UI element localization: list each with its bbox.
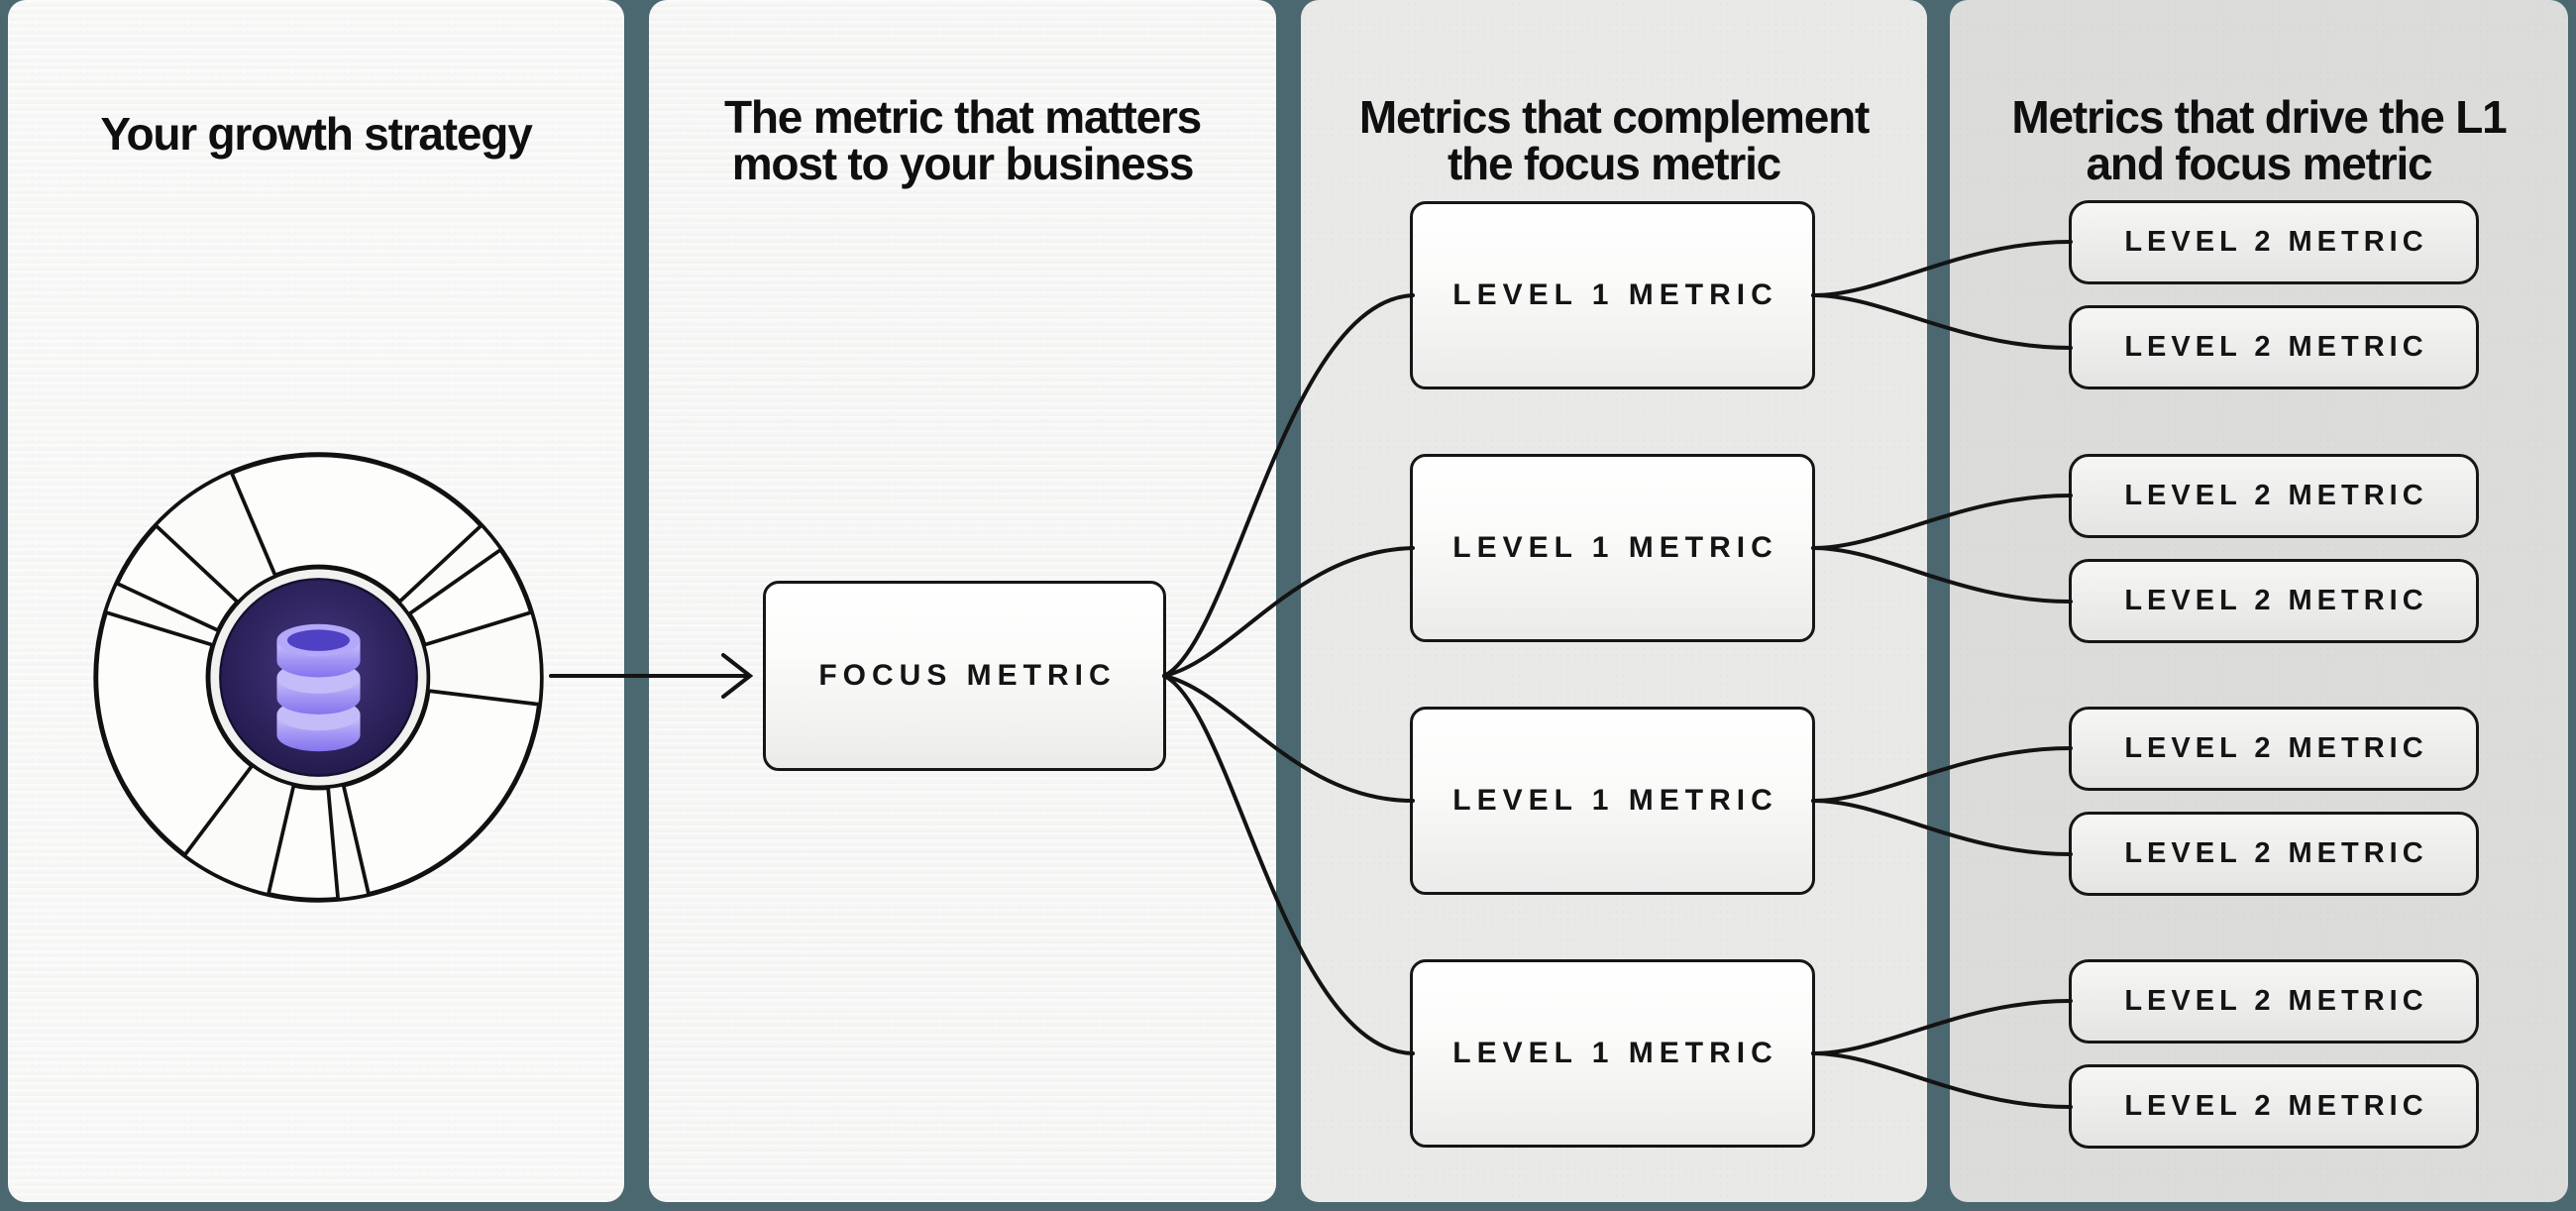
- level1-metric-box: LEVEL 1 METRIC: [1410, 454, 1815, 642]
- level2-metric-box: LEVEL 2 METRIC: [2069, 305, 2479, 389]
- level1-metric-box: LEVEL 1 METRIC: [1410, 201, 1815, 389]
- level2-metric-box: LEVEL 2 METRIC: [2069, 959, 2479, 1044]
- level2-metric-box: LEVEL 2 METRIC: [2069, 200, 2479, 284]
- focus-metric-label: FOCUS METRIC: [818, 659, 1117, 692]
- panel-title-focus-metric: The metric that matters most to your bus…: [723, 91, 1202, 190]
- panel-focus-metric: The metric that matters most to your bus…: [649, 0, 1276, 1202]
- panel-title-growth-strategy: Your growth strategy: [100, 108, 532, 161]
- level1-metric-box: LEVEL 1 METRIC: [1410, 707, 1815, 895]
- focus-metric-box: FOCUS METRIC: [763, 581, 1166, 771]
- level2-metric-box: LEVEL 2 METRIC: [2069, 707, 2479, 791]
- level2-metric-box: LEVEL 2 METRIC: [2069, 454, 2479, 538]
- database-icon: [276, 623, 361, 752]
- level2-metric-box: LEVEL 2 METRIC: [2069, 559, 2479, 643]
- panel-growth-strategy: Your growth strategy: [8, 0, 624, 1202]
- flywheel-database-icon: [87, 446, 544, 909]
- panel-title-level2: Metrics that drive the L1 and focus metr…: [2011, 91, 2507, 190]
- level2-metric-box: LEVEL 2 METRIC: [2069, 812, 2479, 896]
- panel-level2-metrics: Metrics that drive the L1 and focus metr…: [1950, 0, 2568, 1202]
- level2-metric-box: LEVEL 2 METRIC: [2069, 1064, 2479, 1149]
- panel-level1-metrics: Metrics that complement the focus metric…: [1301, 0, 1927, 1202]
- panel-title-level1: Metrics that complement the focus metric: [1358, 91, 1870, 190]
- level1-metric-box: LEVEL 1 METRIC: [1410, 959, 1815, 1148]
